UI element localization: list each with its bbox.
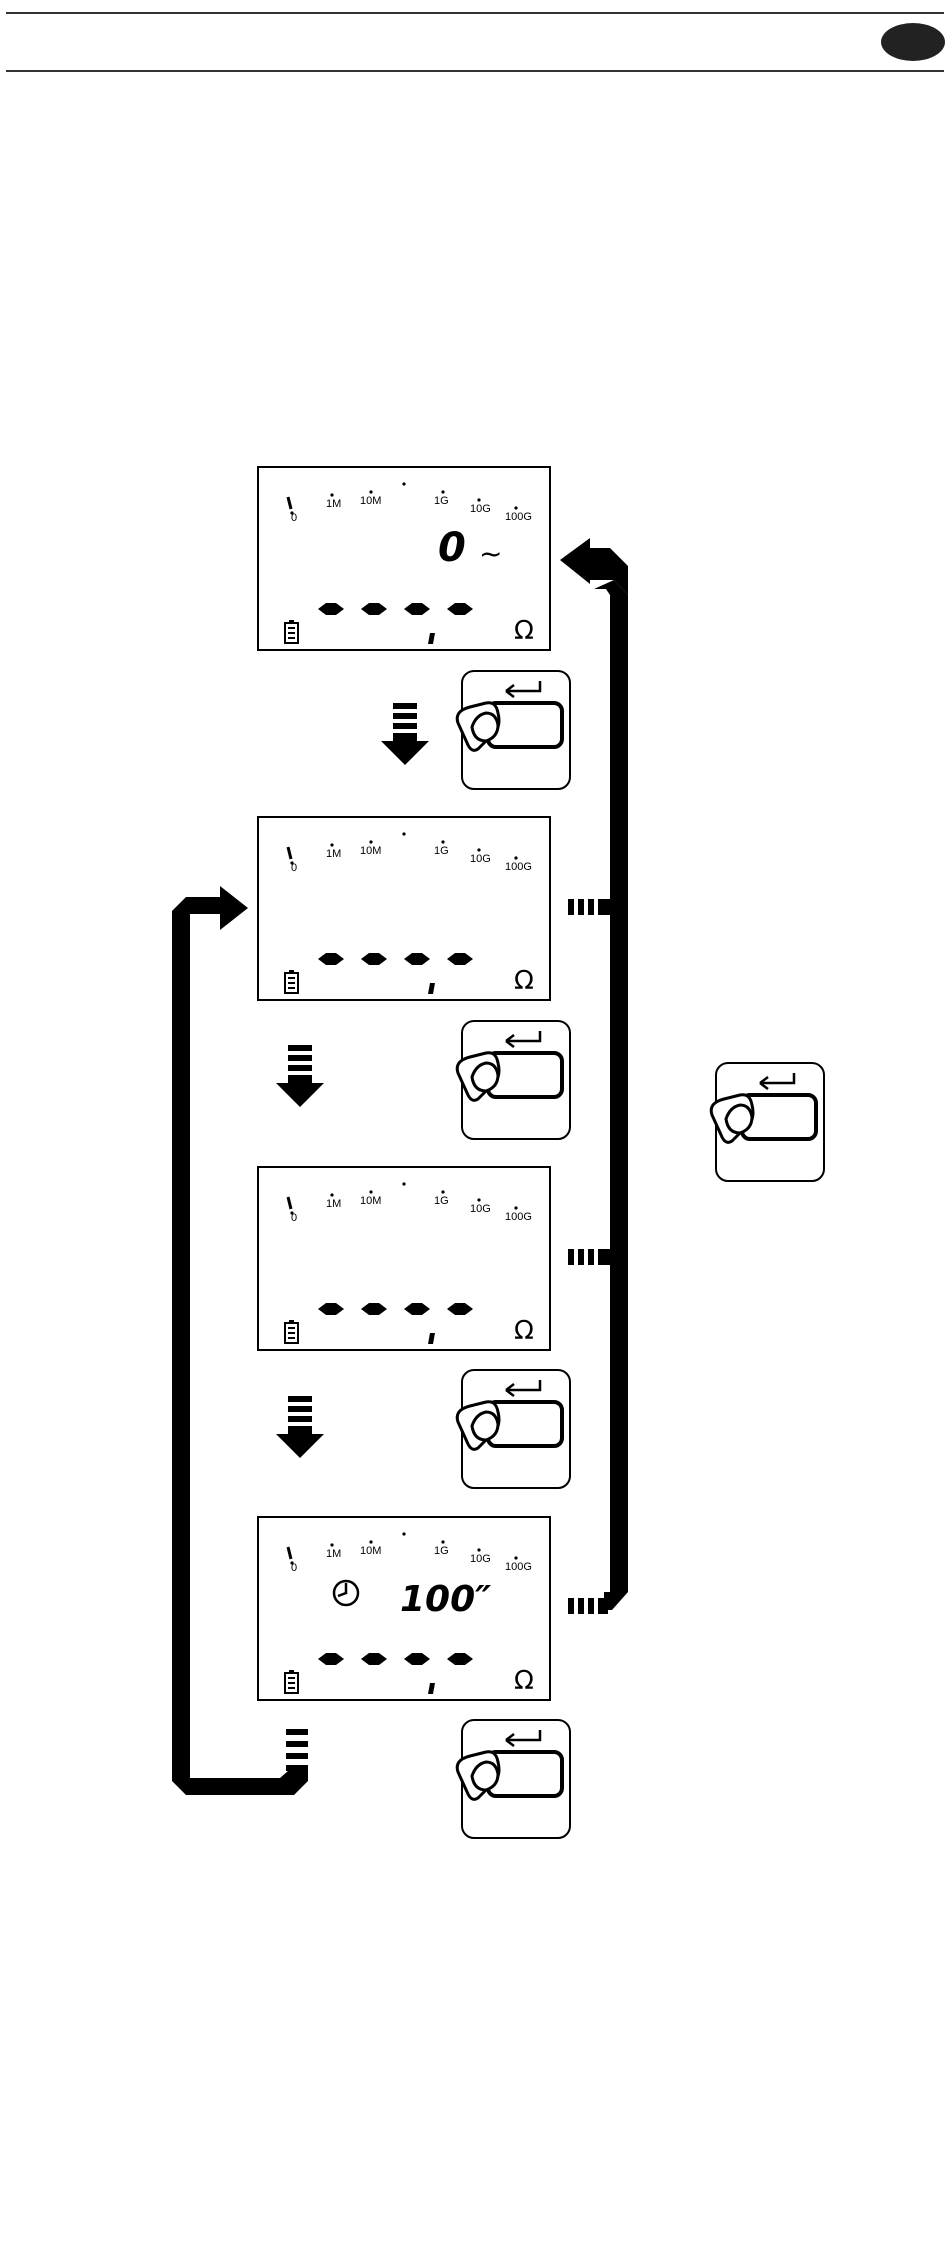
scale-label: 10M [360,1545,381,1557]
down-arrow-icon [276,1045,324,1107]
lcd-screen-2: 0 1M 10M 1G 10G 100G Ω [258,817,550,1000]
ohm-symbol: Ω [514,1666,534,1696]
screen-readout: 0 [438,525,466,571]
scale-label: 1M [326,1198,341,1210]
ohm-symbol: Ω [514,966,534,996]
enter-button-press-icon [457,1021,570,1139]
lcd-screen-1: 0 1M 10M 1G 10G 100G 0 ~ Ω [258,467,550,650]
down-arrow-icon [276,1396,324,1458]
scale-label: 1M [326,498,341,510]
enter-button-press-icon [457,1370,570,1488]
down-arrow-icon [381,703,429,765]
scale-label: 1M [326,848,341,860]
scale-label: 100G [505,1561,532,1573]
scale-label: 0 [291,862,297,874]
scale-label: 10M [360,845,381,857]
scale-label: 10G [470,1553,491,1565]
lcd-screen-3: 0 1M 10M 1G 10G 100G Ω [258,1167,550,1350]
lcd-screen-4: 0 1M 10M 1G 10G 100G 100″ Ω [258,1517,550,1700]
enter-button-press-icon [457,1720,570,1838]
scale-label: 1G [434,845,449,857]
ohm-symbol: Ω [514,1316,534,1346]
scale-label: 10M [360,1195,381,1207]
scale-label: 1G [434,495,449,507]
scale-label: 1G [434,1545,449,1557]
tilde-symbol: ~ [479,537,502,570]
header-tab-marker [881,23,945,61]
scale-label: 0 [291,1212,297,1224]
enter-button-press-icon-side [711,1063,824,1181]
ohm-symbol: Ω [514,616,534,646]
scale-label: 10G [470,1203,491,1215]
scale-label: 100G [505,1211,532,1223]
scale-label: 100G [505,861,532,873]
scale-label: 10M [360,495,381,507]
scale-label: 0 [291,1562,297,1574]
scale-label: 0 [291,512,297,524]
scale-label: 1G [434,1195,449,1207]
scale-label: 1M [326,1548,341,1560]
scale-label: 10G [470,853,491,865]
screen-readout: 100″ [400,1579,491,1620]
enter-button-press-icon [457,671,570,789]
scale-label: 100G [505,511,532,523]
scale-label: 10G [470,503,491,515]
